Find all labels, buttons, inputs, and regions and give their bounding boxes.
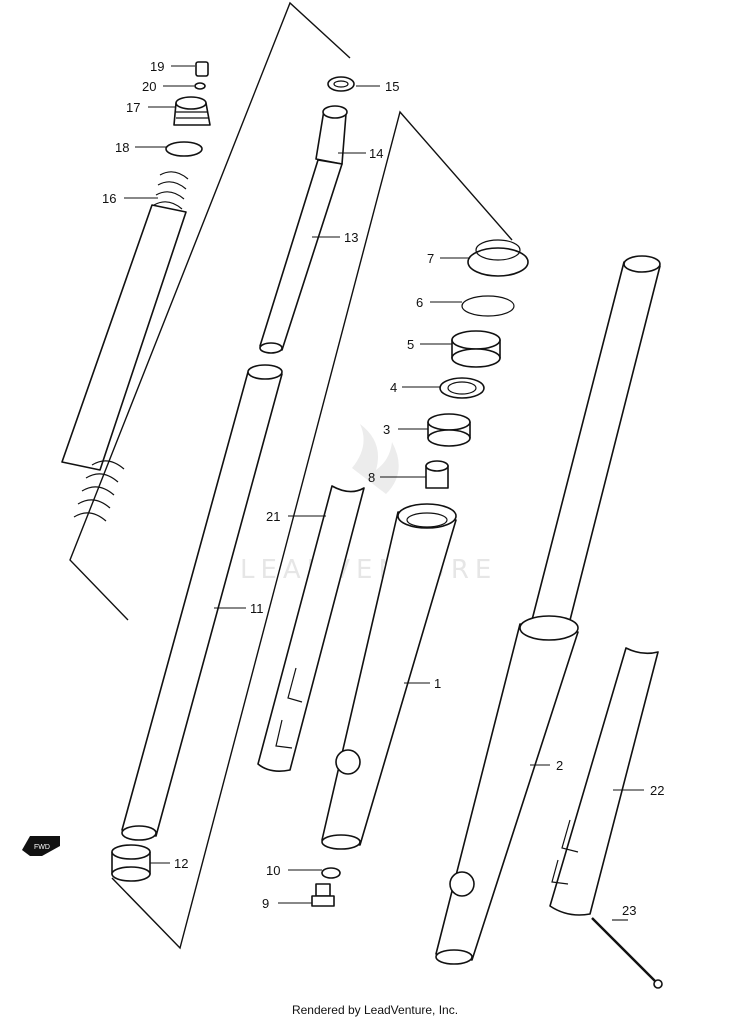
outer-tube-right [435, 615, 579, 965]
label-1: 1 [434, 676, 441, 691]
label-12: 12 [174, 856, 188, 871]
label-23: 23 [622, 903, 636, 918]
watermark-flame-icon [352, 424, 399, 494]
seal-washer [439, 377, 485, 399]
outer-tube-left [321, 503, 457, 850]
inner-tube [121, 364, 283, 841]
label-18: 18 [115, 140, 129, 155]
label-6: 6 [416, 295, 423, 310]
gasket [321, 867, 341, 879]
label-9: 9 [262, 896, 269, 911]
forward-direction-icon: FWD [22, 836, 60, 856]
fork-spring [61, 171, 189, 522]
watermark-text: LEADVENTURE [240, 555, 497, 585]
o-ring [165, 141, 203, 157]
fwd-badge-label: FWD [34, 844, 50, 851]
label-7: 7 [427, 251, 434, 266]
label-3: 3 [383, 422, 390, 437]
oil-lock-seal [327, 76, 355, 92]
snap-ring [461, 295, 515, 317]
label-16: 16 [102, 191, 116, 206]
cap-bolt [173, 96, 211, 126]
washer-small [194, 82, 206, 90]
label-13: 13 [344, 230, 358, 245]
label-14: 14 [369, 146, 383, 161]
label-20: 20 [142, 79, 156, 94]
screw [195, 61, 209, 77]
label-10: 10 [266, 863, 280, 878]
fork-cover-right [549, 647, 659, 916]
label-4: 4 [390, 380, 397, 395]
drain-bolt [311, 883, 335, 907]
footer-credit: Rendered by LeadVenture, Inc. [291, 1003, 459, 1017]
label-5: 5 [407, 337, 414, 352]
damper-rod [259, 159, 343, 354]
oil-seal [451, 330, 501, 368]
label-19: 19 [150, 59, 164, 74]
label-17: 17 [126, 100, 140, 115]
label-15: 15 [385, 79, 399, 94]
part-labels: 19 20 17 18 16 15 14 13 7 6 5 4 3 8 21 1… [102, 59, 664, 918]
fork-cover-left [257, 485, 365, 772]
oil-lock-piece [425, 460, 449, 489]
dust-seal [467, 239, 529, 277]
assembly-frame-left [69, 1, 513, 950]
inner-tube-right [531, 255, 661, 629]
label-22: 22 [650, 783, 664, 798]
leader-lines [124, 65, 644, 921]
label-8: 8 [368, 470, 375, 485]
label-11: 11 [250, 601, 264, 616]
cotter-pin [591, 917, 663, 989]
label-2: 2 [556, 758, 563, 773]
slide-bushing [427, 413, 471, 447]
rebound-spring-ring [315, 105, 348, 165]
label-21: 21 [266, 509, 280, 524]
watermark: LEADVENTURE [240, 424, 497, 585]
guide-bushing [111, 844, 151, 882]
